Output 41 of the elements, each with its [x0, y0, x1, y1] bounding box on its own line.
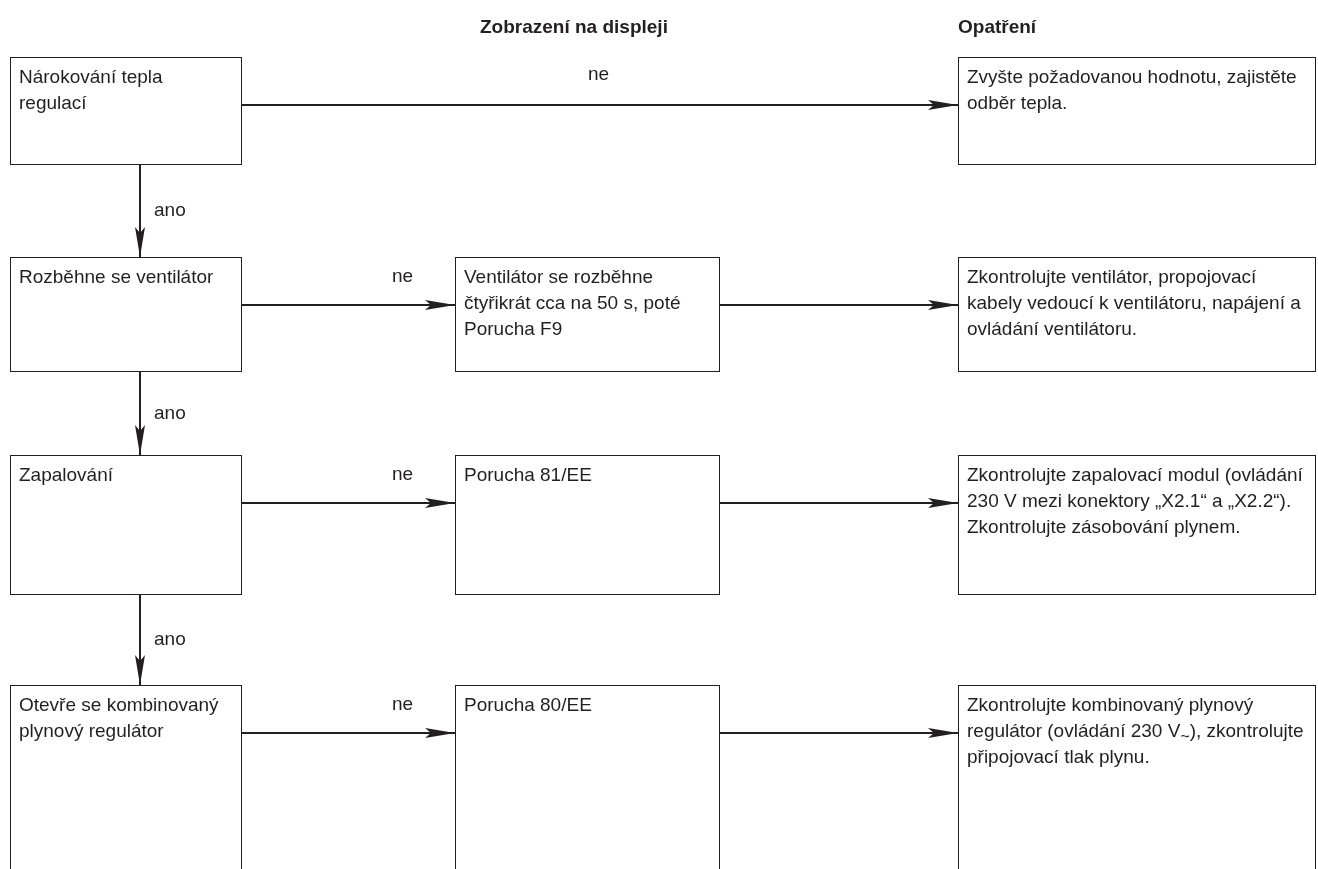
box-text: Porucha 81/EE [464, 463, 593, 487]
process-box [10, 685, 242, 869]
edge-label: ano [154, 401, 186, 424]
arrow [135, 371, 145, 456]
edge-label: ne [392, 463, 414, 485]
process-box [958, 57, 1316, 165]
arrow [241, 300, 456, 310]
arrow [241, 728, 456, 738]
box-text: Zvyšte požadovanou hodnotu, zajistěte odběr tepla. [967, 65, 1298, 115]
process-box [958, 685, 1316, 869]
edge-label: ne [392, 265, 414, 287]
process-box [455, 257, 720, 372]
edge-label: ano [154, 199, 186, 221]
arrow [719, 498, 959, 508]
column-heading: Opatření [958, 16, 1037, 38]
arrow [719, 728, 959, 738]
arrow [135, 594, 145, 686]
process-box [958, 257, 1316, 372]
process-box [10, 455, 242, 595]
box-text: Nárokování tepla regulací [19, 65, 164, 115]
box-text: Zkontrolujte zapalovací modul (ovládání 230 V mezi konektory „X2.1“ a „X2.2“). Zkontrolujte zásobování plynem. [967, 463, 1304, 539]
box-text: Rozběhne se ventilátor [19, 265, 215, 289]
box-text: Otevře se kombinovaný plynový regulátor [19, 693, 220, 743]
arrow [241, 498, 456, 508]
arrow [241, 100, 959, 110]
arrow [135, 164, 145, 258]
edge-label: ne [392, 693, 414, 715]
process-box [10, 257, 242, 372]
edge-label: ano [154, 628, 186, 650]
process-box [958, 455, 1316, 595]
box-text: Zkontrolujte ventilátor, propojovací kabely vedoucí k ventilátoru, napájení a ovládání ventilátoru. [967, 265, 1302, 341]
box-text: Porucha 80/EE [464, 693, 593, 717]
arrow [719, 300, 959, 310]
process-box [10, 57, 242, 165]
process-box [455, 685, 720, 869]
column-heading: Zobrazení na displeji [480, 16, 668, 38]
edge-label: ne [588, 63, 610, 85]
box-text: Zapalování [19, 463, 114, 487]
process-box [455, 455, 720, 595]
box-text: Ventilátor se rozběhne čtyřikrát cca na 50 s, poté Porucha F9 [464, 265, 682, 341]
box-text: Zkontrolujte kombinovaný plynový regulátor (ovládání 230 V$_{~}$), zkontrolujte připojovací tlak plynu. [967, 693, 1305, 769]
